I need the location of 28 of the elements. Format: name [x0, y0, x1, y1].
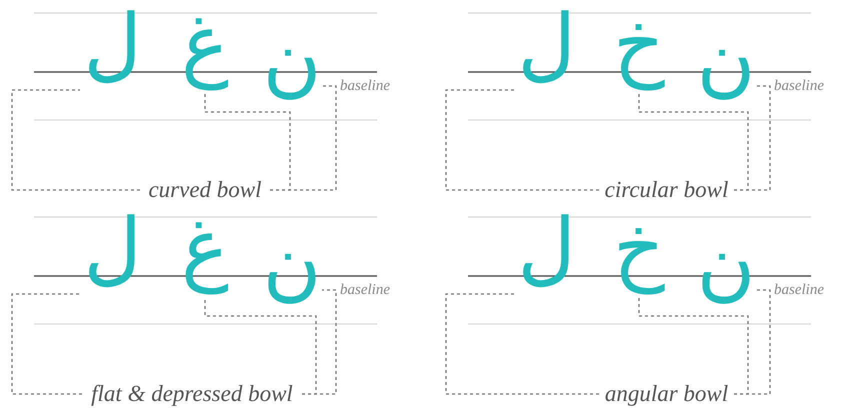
leader-line: [302, 289, 337, 395]
arabic-letter: ل: [514, 208, 579, 318]
arabic-letter: ل: [80, 4, 145, 114]
style-caption: flat & depressed bowl: [82, 380, 302, 408]
leader-line: [734, 85, 771, 191]
leader-line: [204, 94, 291, 191]
arabic-letter: خ: [609, 4, 669, 94]
style-caption: circular bowl: [599, 176, 734, 204]
baseline-label: baseline: [340, 281, 390, 299]
arabic-letter: ل: [514, 4, 579, 114]
leader-line: [11, 89, 140, 191]
arabic-letter: غ: [175, 208, 235, 298]
leader-line: [638, 298, 749, 395]
baseline-label: baseline: [340, 77, 390, 95]
baseline-label: baseline: [774, 77, 824, 95]
leader-line: [734, 289, 771, 395]
leader-line: [638, 94, 749, 191]
leader-line: [270, 85, 337, 191]
style-caption: curved bowl: [140, 176, 270, 204]
arabic-letter: خ: [609, 208, 669, 298]
leader-line: [445, 293, 599, 395]
style-caption: angular bowl: [599, 380, 734, 408]
leader-line: [11, 293, 82, 395]
leader-line: [204, 298, 317, 395]
arabic-letter: ل: [80, 208, 145, 318]
baseline-label: baseline: [774, 281, 824, 299]
arabic-letter: غ: [175, 4, 235, 94]
leader-line: [445, 89, 599, 191]
